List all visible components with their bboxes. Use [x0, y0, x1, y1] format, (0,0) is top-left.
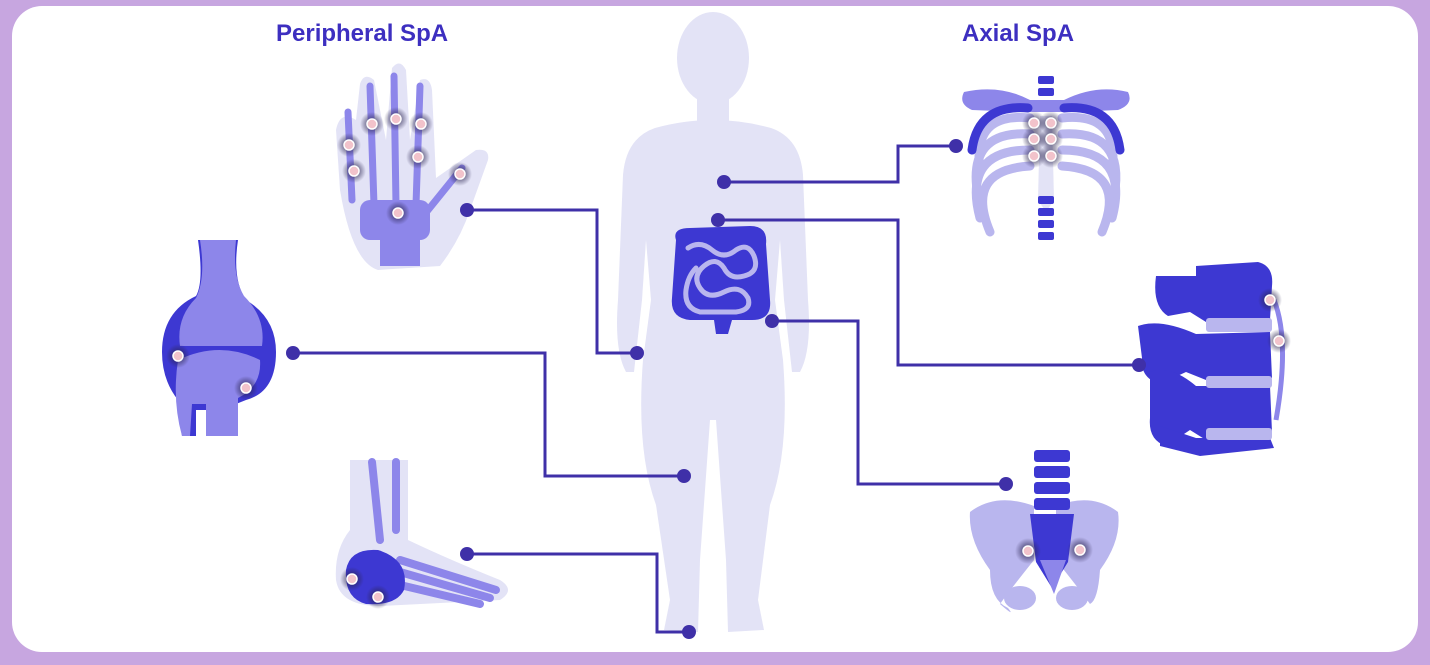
- pelvis-sacroiliac-icon: [970, 450, 1119, 612]
- connector-endpoint: [999, 477, 1013, 491]
- connector-endpoint: [949, 139, 963, 153]
- connector-endpoint: [630, 346, 644, 360]
- foot-bones-icon: [336, 460, 508, 609]
- connector-endpoint: [460, 203, 474, 217]
- ribcage-spine-icon: [962, 76, 1129, 240]
- connector-endpoint: [286, 346, 300, 360]
- intestine-icon: [672, 226, 770, 334]
- connector-endpoint: [682, 625, 696, 639]
- connector-endpoint: [717, 175, 731, 189]
- connector-endpoint: [765, 314, 779, 328]
- connector-endpoint: [711, 213, 725, 227]
- vertebrae-icon: [1138, 262, 1291, 456]
- connector-endpoint: [460, 547, 474, 561]
- connector-endpoint: [1132, 358, 1146, 372]
- connector-endpoint: [677, 469, 691, 483]
- knee-joint-icon: [162, 240, 276, 436]
- connector-knee: [293, 353, 684, 476]
- hand-bones-icon: [336, 63, 488, 270]
- connector-hand: [467, 210, 637, 353]
